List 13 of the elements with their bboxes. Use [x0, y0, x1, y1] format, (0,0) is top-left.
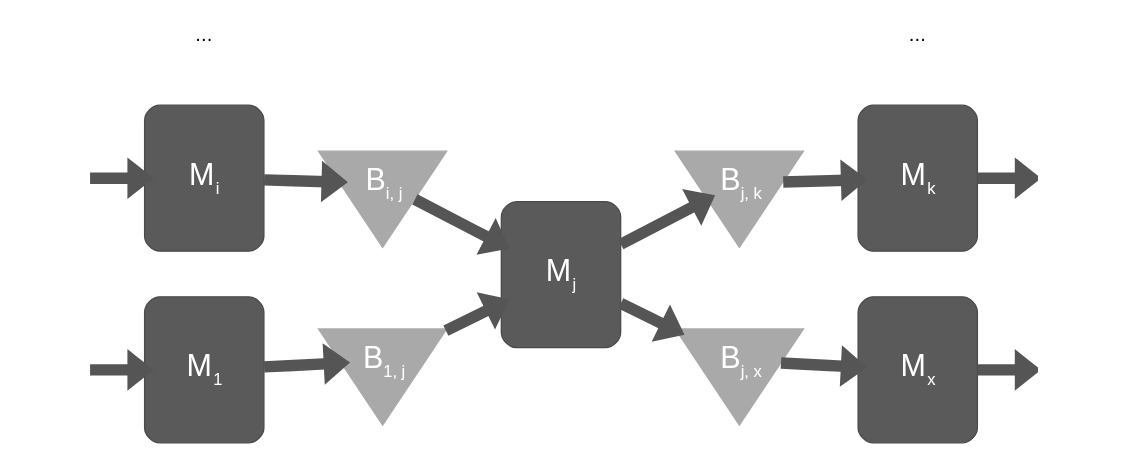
arrow	[618, 188, 716, 250]
node-box: M$_{1}$	[143, 296, 265, 444]
node-box: M$_{j}$	[500, 201, 622, 349]
label: ...	[908, 22, 926, 45]
node-box: M$_{i}$	[143, 104, 265, 252]
arrow	[263, 343, 351, 385]
node-box: M$_{x}$	[857, 296, 979, 444]
label: ...	[195, 22, 213, 45]
node-box: M$_{k}$	[857, 104, 979, 252]
arrow	[977, 157, 1038, 199]
arrow	[977, 349, 1038, 391]
arrow	[618, 298, 685, 342]
arrow	[263, 160, 348, 203]
